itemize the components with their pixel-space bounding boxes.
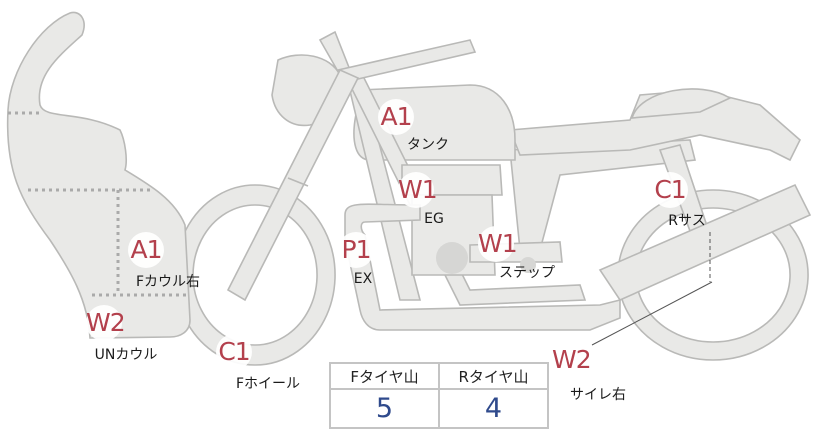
marker-tank[interactable]: A1 xyxy=(378,99,414,135)
label-step: ステップ xyxy=(499,265,555,281)
rear-tire-value: 4 xyxy=(438,388,549,429)
label-exhaust: EX xyxy=(353,271,373,287)
label-rear-suspension: Rサス xyxy=(668,213,706,229)
silencer-leader-line xyxy=(591,281,713,346)
exhaust-pipe[interactable] xyxy=(344,203,621,331)
marker-front-cowl-right[interactable]: A1 xyxy=(128,232,164,268)
marker-front-wheel[interactable]: C1 xyxy=(216,334,252,370)
rear-tire-header: Rタイヤ山 xyxy=(438,362,549,390)
fairing-dotted-lines xyxy=(8,111,188,297)
front-tire-value: 5 xyxy=(329,388,440,429)
marker-rear-suspension[interactable]: C1 xyxy=(652,172,688,208)
marker-step[interactable]: W1 xyxy=(478,226,518,262)
front-wheel[interactable] xyxy=(174,184,336,366)
engine-cover xyxy=(436,242,468,274)
marker-engine[interactable]: W1 xyxy=(398,172,438,208)
label-under-cowl: UNカウル xyxy=(94,347,158,363)
rear-cowl[interactable] xyxy=(630,88,732,119)
handlebar-bar[interactable] xyxy=(336,39,477,83)
marker-under-cowl[interactable]: W2 xyxy=(86,305,126,341)
label-engine: EG xyxy=(424,211,444,227)
step-peg xyxy=(520,257,536,273)
label-front-wheel: Fホイール xyxy=(235,376,301,392)
marker-silencer-right[interactable]: W2 xyxy=(552,342,592,378)
front-fork[interactable] xyxy=(226,68,360,302)
label-silencer-right: サイレ右 xyxy=(570,387,626,403)
front-tire-header: Fタイヤ山 xyxy=(329,362,440,390)
tire-tread-table: Fタイヤ山 Rタイヤ山 5 4 xyxy=(329,362,549,429)
label-front-cowl-right: Fカウル右 xyxy=(135,274,201,290)
seat[interactable] xyxy=(508,89,801,162)
marker-exhaust[interactable]: P1 xyxy=(338,232,374,268)
fork-guard xyxy=(287,177,309,187)
label-tank: タンク xyxy=(407,137,449,153)
muffler[interactable] xyxy=(598,183,812,302)
